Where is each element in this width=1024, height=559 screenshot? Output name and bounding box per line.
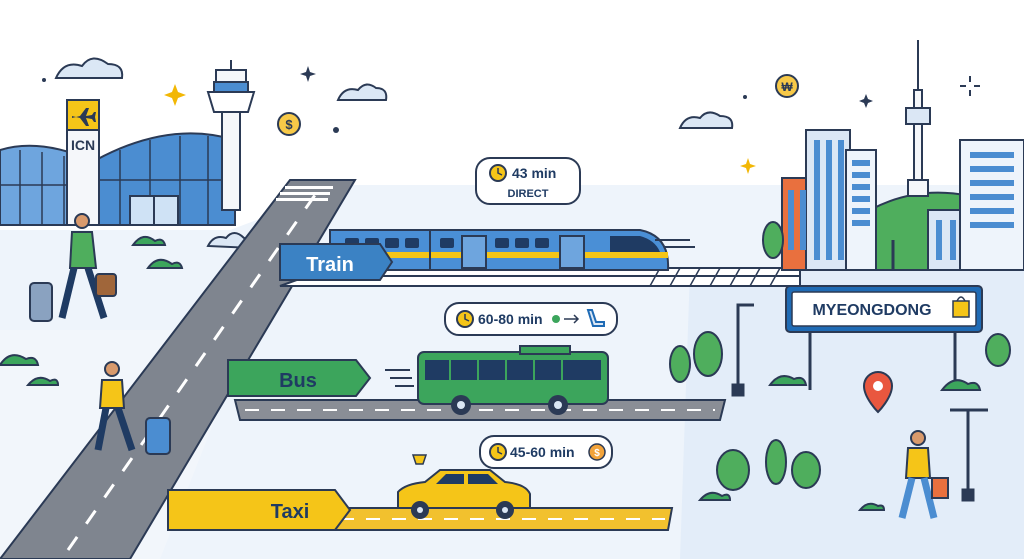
- airport-code: ICN: [71, 137, 95, 153]
- taxi: [397, 454, 531, 519]
- bus-tag[interactable]: Bus: [227, 359, 372, 397]
- bus: [417, 345, 609, 415]
- map-pin-icon: [862, 370, 894, 414]
- sun-icon: [960, 76, 980, 96]
- taxi-roof-sign: [411, 454, 428, 465]
- n-seoul-tower: [905, 40, 931, 197]
- cloud: [678, 111, 734, 129]
- cloud: [54, 57, 124, 79]
- taxi-label: Taxi: [271, 501, 310, 523]
- train-label: Train: [306, 254, 354, 276]
- taxi-tag[interactable]: Taxi: [167, 489, 352, 531]
- train: [329, 229, 670, 271]
- bus-road: [233, 399, 727, 421]
- destination-name: MYEONGDONG: [812, 302, 931, 319]
- speed-lines: [385, 239, 695, 387]
- street-lamps: [731, 240, 988, 502]
- dollar-coin-icon: $: [277, 112, 301, 136]
- control-tower: [206, 60, 256, 211]
- bus-label: Bus: [279, 370, 317, 392]
- traveler-walking: [94, 361, 171, 455]
- taxi-time: 45-60 min: [510, 444, 575, 460]
- svg-text:$: $: [285, 117, 293, 132]
- main-road: [0, 179, 357, 559]
- star-icon: [740, 158, 756, 174]
- bus-time: 60-80 min: [478, 311, 543, 327]
- train-note: DIRECT: [508, 188, 549, 200]
- city-skyline: [781, 40, 1024, 271]
- star-icon: [300, 66, 316, 82]
- arrow-right-icon: [564, 314, 580, 324]
- dollar-coin-icon: [588, 443, 606, 461]
- bus-time-bubble: 60-80 min: [444, 302, 618, 336]
- shopper-walking: [898, 430, 949, 519]
- cloud: [336, 83, 388, 101]
- star-icon: [859, 94, 873, 108]
- star-icon: [164, 84, 186, 106]
- train-time-bubble: 43 min DIRECT: [475, 157, 581, 205]
- seat-icon: [586, 309, 605, 327]
- svg-text:$: $: [594, 448, 600, 459]
- shopping-bag-icon: [952, 296, 970, 318]
- airplane-icon: [72, 108, 96, 126]
- traveler-with-suitcase: [29, 213, 117, 322]
- trees: [0, 221, 1011, 511]
- won-coin-icon: ₩: [775, 74, 799, 98]
- taxi-time-bubble: 45-60 min $: [479, 435, 613, 469]
- train-time: 43 min: [512, 165, 556, 181]
- airport-terminal: ICN: [0, 99, 236, 226]
- sparkles: [42, 66, 873, 174]
- destination-sign: MYEONGDONG: [785, 285, 983, 390]
- svg-text:₩: ₩: [781, 80, 793, 94]
- train-tag[interactable]: Train: [279, 243, 394, 281]
